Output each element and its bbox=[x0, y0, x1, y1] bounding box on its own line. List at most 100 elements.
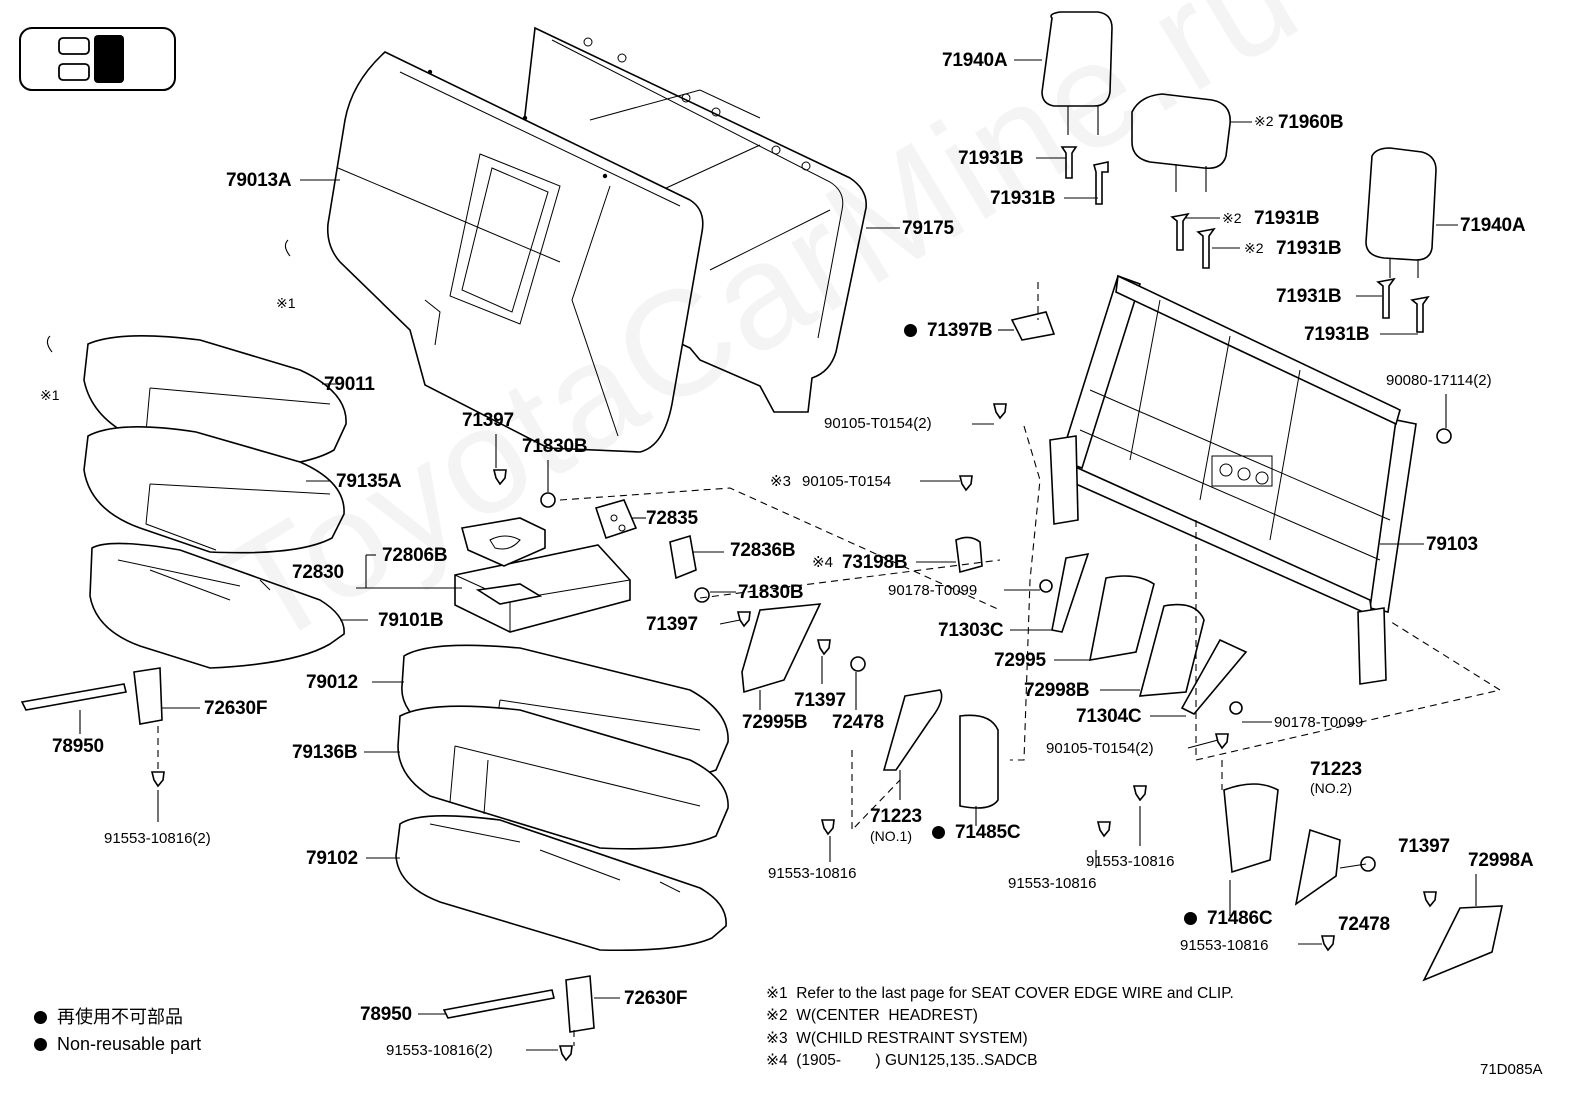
label-72630F: 72630F bbox=[204, 698, 268, 719]
label-79101B: 79101B bbox=[378, 610, 444, 631]
footnote-text: Refer to the last page for SEAT COVER ED… bbox=[796, 985, 1234, 1002]
label-71486C-text: 71486C bbox=[1207, 908, 1273, 929]
non-reusable-dot bbox=[34, 1011, 47, 1024]
headrest-71940A-right bbox=[1365, 147, 1437, 278]
note-mark: ※2 bbox=[1244, 240, 1264, 256]
note-mark: ※1 bbox=[276, 295, 296, 311]
label-71830B: 71830B bbox=[738, 582, 804, 603]
label-71931B: 71931B bbox=[1254, 208, 1320, 229]
label-71931B: 71931B bbox=[1304, 324, 1370, 345]
label-91553-10816: 91553-10816 bbox=[1008, 875, 1097, 892]
label-72830: 72830 bbox=[292, 562, 344, 583]
footnote-3: ※3 W(CHILD RESTRAINT SYSTEM) bbox=[766, 1031, 1028, 1047]
label-79136B: 79136B bbox=[292, 742, 358, 763]
label-91553-10816: 91553-10816 bbox=[1180, 937, 1269, 954]
label-71223: 71223 bbox=[870, 806, 922, 827]
footnote-mark: ※3 bbox=[766, 1030, 788, 1047]
headrest-71940A-top bbox=[1041, 11, 1113, 135]
non-reusable-dot bbox=[932, 826, 945, 839]
label-90178-T0099: 90178-T0099 bbox=[1274, 714, 1364, 731]
label-71397: 71397 bbox=[462, 410, 514, 431]
label-79011: 79011 bbox=[324, 374, 375, 395]
footnote-text: W(CHILD RESTRAINT SYSTEM) bbox=[796, 1030, 1028, 1047]
label-71830B: 71830B bbox=[522, 436, 588, 457]
note-mark: ※3 bbox=[770, 473, 791, 490]
label-91553-10816-2: 91553-10816(2) bbox=[104, 830, 211, 847]
footnote-text: (1905- ) GUN125,135..SADCB bbox=[796, 1052, 1038, 1069]
footnote-2: ※2 W(CENTER HEADREST) bbox=[766, 1008, 978, 1024]
label-71304C: 71304C bbox=[1076, 706, 1142, 727]
note-mark: ※2 bbox=[1254, 113, 1274, 129]
label-71486C: 71486C bbox=[1184, 908, 1273, 929]
label-71397B-text: 71397B bbox=[927, 320, 993, 341]
label-72836B: 72836B bbox=[730, 540, 796, 561]
footnote-mark: ※1 bbox=[766, 985, 788, 1002]
label-79102: 79102 bbox=[306, 848, 358, 869]
label-72835: 72835 bbox=[646, 508, 698, 529]
non-reusable-dot bbox=[904, 324, 917, 337]
note-mark: ※1 bbox=[40, 387, 60, 403]
label-71397B: 71397B bbox=[904, 320, 993, 341]
headrest-supports bbox=[1060, 146, 1430, 333]
legend-jp: 再使用不可部品 bbox=[34, 1008, 183, 1026]
non-reusable-dot bbox=[34, 1038, 47, 1051]
label-78950: 78950 bbox=[52, 736, 104, 757]
footnote-text: W(CENTER HEADREST) bbox=[796, 1007, 978, 1024]
footnote-mark: ※2 bbox=[766, 1007, 788, 1024]
vehicle-seat-position-icon bbox=[19, 27, 176, 91]
legend-en-text: Non-reusable part bbox=[57, 1034, 202, 1054]
footnote-mark: ※4 bbox=[766, 1052, 788, 1069]
cushion-79136B bbox=[397, 705, 729, 850]
footnote-1: ※1 Refer to the last page for SEAT COVER… bbox=[766, 986, 1234, 1002]
label-71485C-text: 71485C bbox=[955, 822, 1021, 843]
label-71940A: 71940A bbox=[1460, 215, 1526, 236]
label-90080-17114: 90080-17114(2) bbox=[1386, 372, 1492, 389]
label-71931B: 71931B bbox=[990, 188, 1056, 209]
cushion-79101B bbox=[89, 542, 345, 669]
label-71960B: 71960B bbox=[1278, 112, 1344, 133]
non-reusable-dot bbox=[1184, 912, 1197, 925]
label-73198B: 73198B bbox=[842, 552, 908, 573]
headrest-71960B bbox=[1131, 93, 1231, 192]
label-91553-10816: 91553-10816 bbox=[768, 865, 857, 882]
label-90105-T0154: 90105-T0154 bbox=[802, 473, 892, 490]
cushion-79135A bbox=[83, 426, 345, 554]
label-79013A: 79013A bbox=[226, 170, 292, 191]
label-71223: 71223 bbox=[1310, 759, 1362, 780]
small-parts bbox=[20, 311, 1504, 1062]
label-72806B: 72806B bbox=[382, 545, 448, 566]
label-71931B: 71931B bbox=[1276, 286, 1342, 307]
label-71931B: 71931B bbox=[1276, 238, 1342, 259]
cushion-79102 bbox=[395, 815, 727, 952]
seat-frame-79103 bbox=[1049, 274, 1417, 685]
label-90105-T0154: 90105-T0154(2) bbox=[824, 415, 932, 432]
label-79012: 79012 bbox=[306, 672, 358, 693]
dashed-guide-lines bbox=[157, 282, 1502, 1046]
label-72998B: 72998B bbox=[1024, 680, 1090, 701]
note-mark: ※4 bbox=[812, 554, 833, 571]
armrest-72830 bbox=[454, 517, 631, 633]
label-71485C: 71485C bbox=[932, 822, 1021, 843]
label-79135A: 79135A bbox=[336, 471, 402, 492]
label-71223-no1: (NO.1) bbox=[870, 828, 912, 844]
label-72995B: 72995B bbox=[742, 712, 808, 733]
label-79175: 79175 bbox=[902, 218, 954, 239]
label-71397: 71397 bbox=[646, 614, 698, 635]
seat-back-79013A bbox=[326, 51, 704, 453]
label-72478: 72478 bbox=[832, 712, 884, 733]
edge-wire-clip-a bbox=[284, 239, 291, 257]
label-72478: 72478 bbox=[1338, 914, 1390, 935]
label-90105-T0154: 90105-T0154(2) bbox=[1046, 740, 1154, 757]
note-mark: ※2 bbox=[1222, 210, 1242, 226]
label-72998A: 72998A bbox=[1468, 850, 1534, 871]
legend-en: Non-reusable part bbox=[34, 1035, 201, 1053]
label-71397: 71397 bbox=[1398, 836, 1450, 857]
label-78950: 78950 bbox=[360, 1004, 412, 1025]
label-91553-10816: 91553-10816 bbox=[1086, 853, 1175, 870]
label-71397: 71397 bbox=[794, 690, 846, 711]
legend-jp-text: 再使用不可部品 bbox=[57, 1007, 183, 1027]
label-91553-10816-2: 91553-10816(2) bbox=[386, 1042, 493, 1059]
label-71223-no2: (NO.2) bbox=[1310, 780, 1352, 796]
leader-lines bbox=[79, 59, 1477, 1051]
